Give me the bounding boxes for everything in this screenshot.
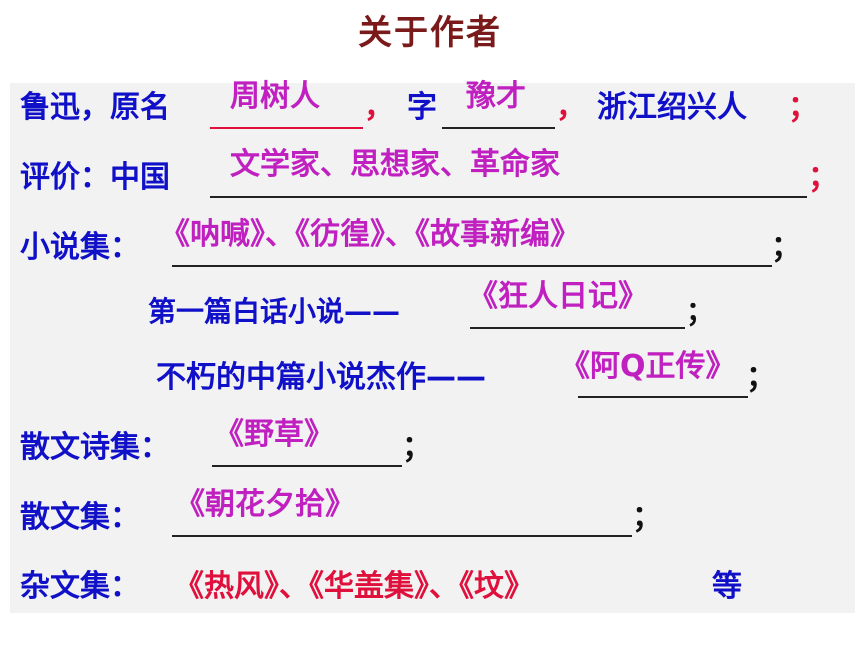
page-title: 关于作者 xyxy=(358,13,502,53)
row5-label: 不朽的中篇小说杰作—— xyxy=(156,360,486,395)
row6-blank xyxy=(212,465,402,467)
row8-suffix: 等 xyxy=(712,569,742,604)
row1-label: 鲁迅，原名 xyxy=(20,90,170,125)
row1-blank-zi xyxy=(442,127,555,129)
row3-label: 小说集： xyxy=(20,230,140,265)
row6-answer: 《野草》 xyxy=(214,417,334,452)
row1-answer-name: 周树人 xyxy=(230,79,320,114)
row7-label: 散文集： xyxy=(20,500,140,535)
row1-comma2: ， xyxy=(556,90,586,125)
row4-label: 第一篇白话小说—— xyxy=(148,295,401,328)
row6-end: ； xyxy=(402,430,432,465)
row1-comma1: ， xyxy=(364,90,394,125)
row4-blank xyxy=(470,327,685,329)
row1-end: ； xyxy=(788,90,818,125)
row4-end: ； xyxy=(686,295,715,328)
row7-blank xyxy=(172,535,632,537)
row1-blank-name xyxy=(210,127,363,129)
row2-end: ； xyxy=(808,160,838,195)
content-panel xyxy=(10,83,855,613)
row7-answer: 《朝花夕拾》 xyxy=(175,487,355,522)
row1-answer-zi: 豫才 xyxy=(466,79,526,114)
row5-end: ； xyxy=(746,360,776,395)
row3-end: ； xyxy=(771,230,801,265)
row8-label: 杂文集： xyxy=(20,569,140,604)
row1-zi-label: 字 xyxy=(407,90,437,125)
row2-answer: 文学家、思想家、革命家 xyxy=(230,147,560,182)
row2-label: 评价：中国 xyxy=(20,160,170,195)
row5-blank xyxy=(578,396,748,398)
row7-end: ； xyxy=(632,500,662,535)
row4-answer: 《狂人日记》 xyxy=(468,279,648,314)
row1-hometown: 浙江绍兴人 xyxy=(597,90,747,125)
row8-answer: 《热风》、《华盖集》、《坟》 xyxy=(174,569,534,604)
row3-answer: 《呐喊》、《彷徨》、《故事新编》 xyxy=(160,217,580,252)
row6-label: 散文诗集： xyxy=(20,430,170,465)
row2-blank xyxy=(210,196,807,198)
row5-answer: 《阿Q正传》 xyxy=(560,349,736,384)
row3-blank xyxy=(172,265,772,267)
